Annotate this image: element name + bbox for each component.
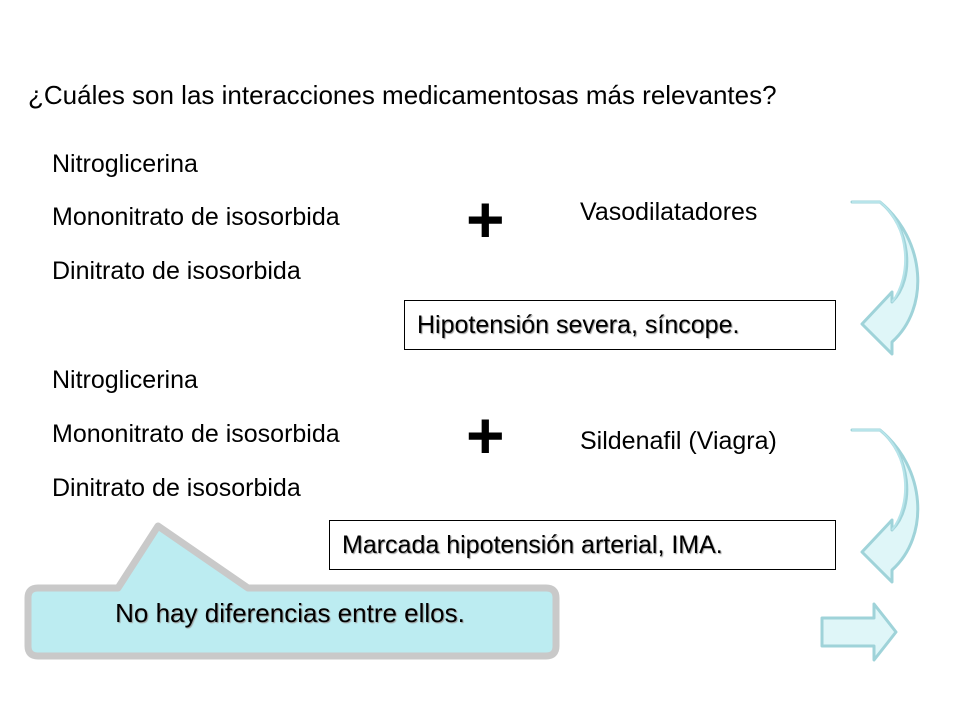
drug-nitroglicerina: Nitroglicerina — [52, 150, 198, 178]
callout-bubble — [24, 522, 560, 660]
effect-box: Hipotensión severa, síncope. — [404, 300, 836, 350]
plus-sign: + — [466, 398, 505, 472]
agent-sildenafil: Sildenafil (Viagra) — [580, 427, 777, 455]
drug-nitroglicerina: Nitroglicerina — [52, 366, 198, 394]
curved-arrow-down-icon — [850, 428, 920, 584]
drug-mononitrato: Mononitrato de isosorbida — [52, 203, 340, 231]
drug-dinitrato: Dinitrato de isosorbida — [52, 257, 301, 285]
slide-title: ¿Cuáles son las interacciones medicament… — [28, 80, 777, 110]
drug-mononitrato: Mononitrato de isosorbida — [52, 420, 340, 448]
effect-box: Marcada hipotensión arterial, IMA. — [329, 520, 836, 570]
callout-text: No hay diferencias entre ellos. — [115, 598, 465, 628]
agent-vasodilatadores: Vasodilatadores — [580, 198, 758, 226]
curved-arrow-down-icon — [850, 200, 920, 356]
drug-dinitrato: Dinitrato de isosorbida — [52, 474, 301, 502]
plus-sign: + — [466, 182, 505, 256]
next-arrow-button[interactable] — [818, 600, 902, 664]
